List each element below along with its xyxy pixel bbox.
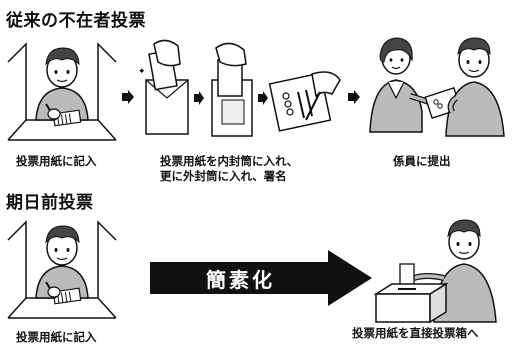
simplification-label: 簡素化 (206, 268, 275, 292)
caption-envelope-line1: 投票用紙を内封筒に入れ、 (160, 154, 299, 168)
voter-booth-illustration (6, 34, 118, 146)
caption-fill-ballot: 投票用紙に記入 (16, 154, 97, 168)
section1-title: 従来の不在者投票 (6, 11, 146, 31)
envelope-illustration: ✦ (136, 34, 346, 146)
caption-fill-ballot: 投票用紙に記入 (16, 330, 97, 344)
caption-envelope-line2: 更に外封筒に入れ、署名 (160, 169, 287, 183)
simplification-arrow-icon (150, 250, 372, 306)
svg-text:✦: ✦ (138, 67, 146, 77)
section2-title: 期日前投票 (6, 193, 94, 213)
voter-booth-illustration (6, 212, 118, 324)
submit-to-clerk-illustration (362, 32, 510, 146)
flow-arrow-icon (122, 90, 134, 104)
ballot-box-illustration (372, 212, 510, 324)
flow-arrow-icon (348, 90, 360, 104)
caption-direct-box: 投票用紙を直接投票箱へ (352, 326, 479, 340)
caption-submit: 係員に提出 (393, 154, 451, 168)
